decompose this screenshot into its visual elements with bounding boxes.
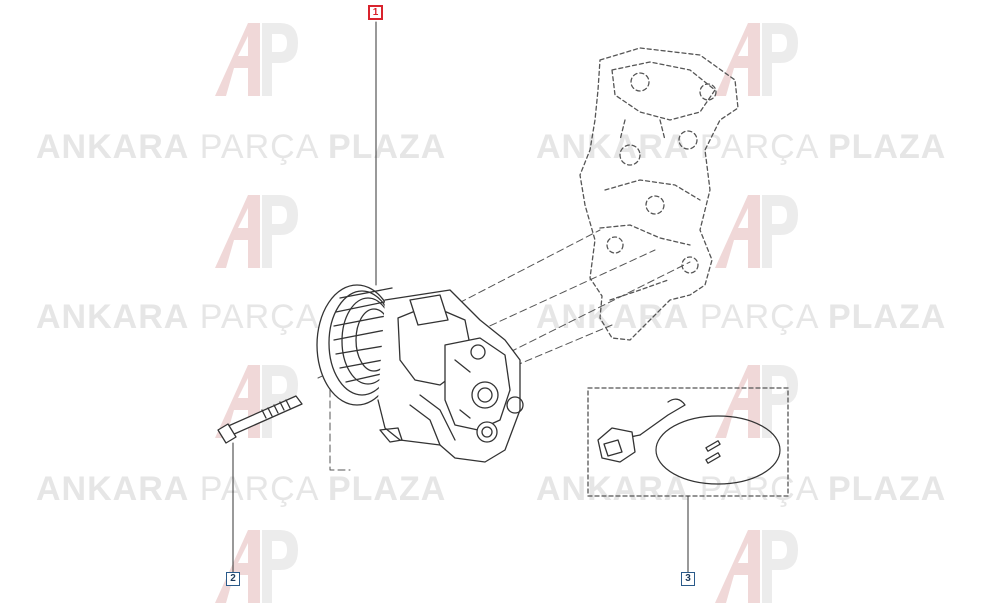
callout-1[interactable]: 1 bbox=[368, 5, 383, 20]
ac-compressor bbox=[316, 284, 524, 463]
bolt bbox=[217, 395, 303, 444]
sensor-kit bbox=[587, 387, 789, 497]
callout-3[interactable]: 3 bbox=[681, 572, 695, 586]
callout-2[interactable]: 2 bbox=[226, 572, 240, 586]
engine-bracket bbox=[579, 47, 739, 341]
callout-leaders bbox=[232, 21, 689, 573]
